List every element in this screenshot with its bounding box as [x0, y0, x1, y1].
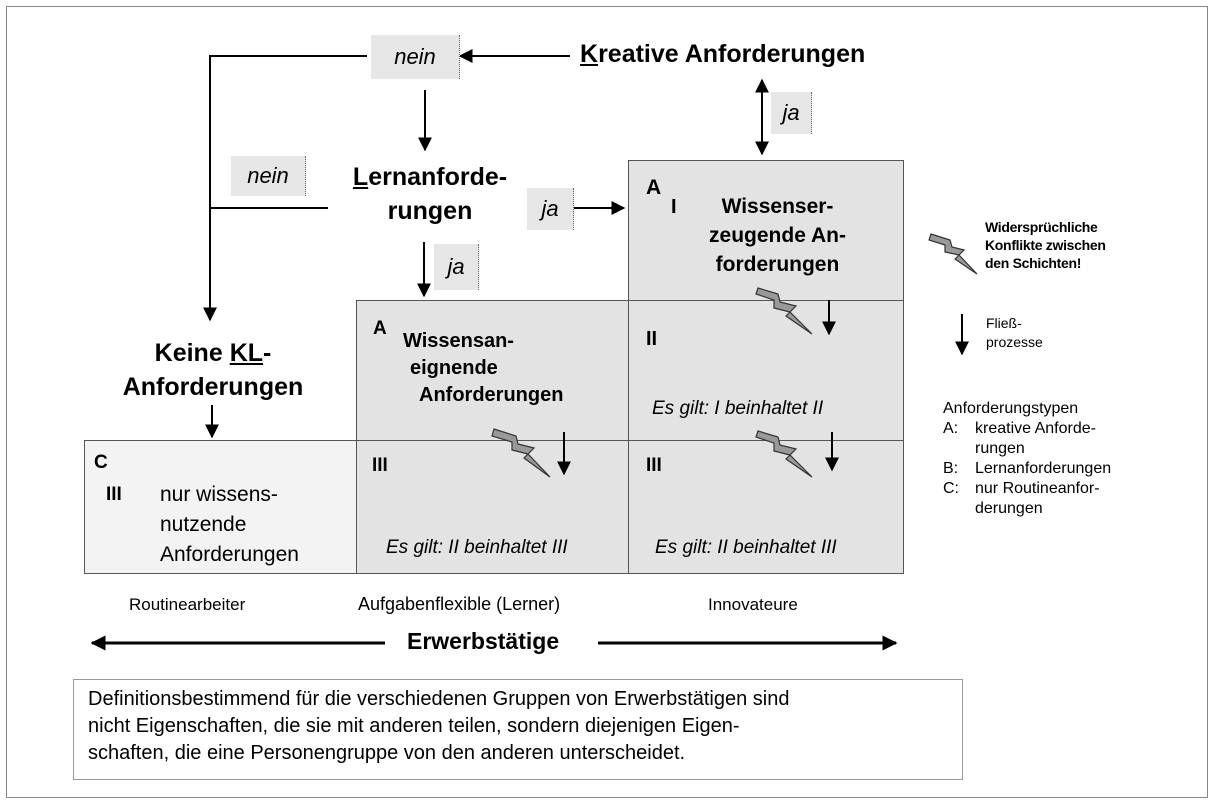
nein-box-left: nein [231, 156, 306, 196]
definition-note: Definitionsbestimmend für die verschiede… [73, 679, 963, 780]
ja-box-lern-right: ja [527, 188, 574, 230]
legend-flow-line1: Fließ- [986, 315, 1022, 331]
c-roman: III [106, 484, 122, 505]
keine-pre: Keine [154, 339, 230, 367]
legend-conflict-line2: Konflikte zwischen [985, 237, 1106, 253]
lern-rest: ernanforde- [368, 163, 508, 191]
a2-line3: Anforderungen [419, 384, 564, 406]
diagram-frame [6, 6, 1208, 798]
col-innovateure: Innovateure [708, 595, 798, 614]
legend-a-val2: rungen [975, 440, 1025, 457]
ja-lern-right-label: ja [541, 196, 559, 221]
a2-line1: Wissensan- [403, 330, 514, 352]
legend-c-val1: nur Routineanfor- [975, 480, 1100, 497]
c-line3: Anforderungen [160, 543, 299, 566]
nein-box-top: nein [371, 35, 460, 79]
legend-flow: Fließ- prozesse [986, 314, 1043, 352]
a1-roman: I [671, 196, 677, 218]
col-routinearbeiter: Routinearbeiter [129, 595, 246, 614]
c-letter: C [94, 452, 108, 473]
lernanforderungen-label: Lernanforde- rungen [330, 160, 530, 228]
legend-a-val1: kreative Anforde- [975, 420, 1096, 437]
ja-kreative-label: ja [782, 100, 800, 125]
ja-box-lern-down: ja [434, 244, 479, 290]
iii-right-text: Es gilt: II beinhaltet III [655, 537, 837, 558]
iii-mid-text: Es gilt: II beinhaltet III [386, 537, 568, 558]
ja-box-kreative: ja [771, 92, 812, 134]
note-line3: schaften, die eine Personengruppe von de… [88, 742, 686, 764]
cell-c [84, 440, 358, 574]
a2-text: Wissensan- eignende Anforderungen [403, 328, 563, 409]
keine-line2: Anforderungen [122, 373, 304, 401]
legend-conflict-line1: Widersprüchliche [985, 219, 1098, 235]
axis-erwerbstaetige: Erwerbstätige [407, 628, 560, 654]
a2-line2: eignende [410, 357, 498, 379]
lern-line2: rungen [387, 197, 473, 225]
legend-conflict-line3: den Schichten! [985, 255, 1082, 271]
kreative-rest: reative Anforderungen [598, 40, 866, 68]
iii-right-roman: III [646, 455, 662, 476]
a1-letter: A [646, 176, 662, 199]
note-line1: Definitionsbestimmend für die verschiede… [88, 688, 790, 710]
nein-top-label: nein [394, 44, 436, 69]
c-line1: nur wissens- [160, 483, 278, 506]
legend-a-key: A: [943, 420, 959, 437]
legend-c-key: C: [943, 480, 959, 497]
a1-line1: Wissenser- [721, 195, 834, 218]
ii-roman: II [646, 328, 658, 350]
a1-line2: zeugende An- [709, 224, 846, 247]
keine-kl-label: Keine KL- Anforderungen [108, 336, 318, 404]
keine-post: - [263, 339, 272, 367]
legend-b-key: B: [943, 460, 959, 477]
c-line2: nutzende [160, 513, 247, 536]
lern-l: L [352, 163, 369, 191]
nein-left-label: nein [247, 163, 289, 188]
kreative-label: Kreative Anforderungen [580, 40, 865, 69]
col-aufgabenflexible: Aufgabenflexible (Lerner) [358, 594, 561, 614]
ja-lern-down-label: ja [447, 254, 465, 279]
legend-c-val2: derungen [975, 500, 1043, 517]
legend-types-title: Anforderungstypen [943, 400, 1079, 417]
c-text: nur wissens- nutzende Anforderungen [160, 480, 299, 570]
a1-text: Wissenser- zeugende An- forderungen [690, 192, 865, 279]
legend-flow-line2: prozesse [986, 334, 1043, 350]
cell-iii-mid [356, 440, 630, 574]
lightning-icon [491, 233, 978, 478]
cell-a2 [356, 300, 630, 441]
keine-kl: KL [229, 339, 264, 367]
legend-conflict: Widersprüchliche Konflikte zwischen den … [985, 218, 1106, 272]
iii-mid-roman: III [372, 455, 388, 476]
ii-text: Es gilt: I beinhaltet II [652, 398, 824, 419]
kreative-k: K [580, 40, 599, 68]
a1-line3: forderungen [715, 253, 840, 276]
a2-letter: A [373, 318, 387, 339]
note-line2: nicht Eigenschaften, die sie mit anderen… [88, 715, 740, 737]
legend-b-val: Lernanforderungen [975, 460, 1112, 477]
legend-types: Anforderungstypen A: kreative Anforde- ru… [943, 399, 1111, 519]
